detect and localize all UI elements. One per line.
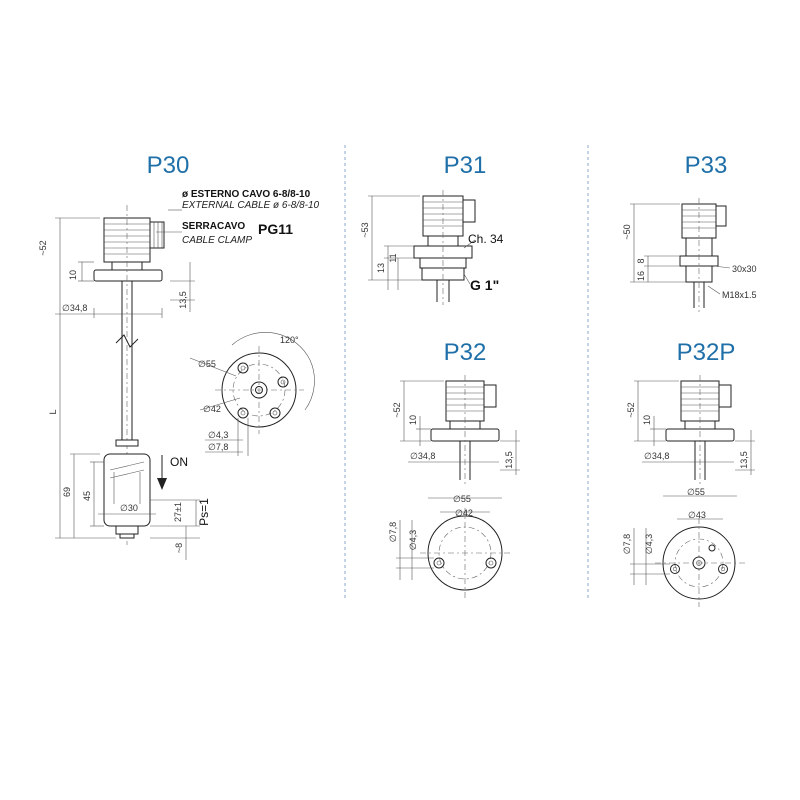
p30-clamp-label: SERRACAVO — [182, 221, 245, 232]
p32p-dim-d34-8: ∅34,8 — [644, 451, 669, 461]
p33-thread-label: M18x1.5 — [722, 290, 757, 300]
p30-dim-d34-8: ∅34,8 — [62, 303, 87, 313]
p30-clamp-italic: CABLE CLAMP — [182, 235, 252, 246]
p30-dim-69: 69 — [62, 487, 72, 497]
p30-dim-d7-8: ∅7,8 — [208, 442, 228, 452]
p32p-top-view — [630, 495, 745, 607]
p30-dim-d4-3: ∅4,3 — [208, 430, 228, 440]
p32-dim-d7-8: ∅7,8 — [388, 522, 398, 542]
p33-side-view — [630, 198, 731, 312]
p30-angle-120: 120° — [280, 335, 299, 345]
p30-dim-27: 27±1 — [173, 502, 183, 522]
p31-thread-label: G 1" — [470, 277, 499, 293]
p32-side-view — [400, 375, 520, 484]
p30-dim-d42: ∅42 — [203, 404, 221, 414]
p32-dim-52: ~52 — [392, 402, 402, 417]
p32-dim-d34-8: ∅34,8 — [410, 451, 435, 461]
p32p-dim-d43: ∅43 — [688, 510, 706, 520]
p30-dim-13-5: 13,5 — [178, 291, 188, 309]
p32-top-view — [396, 497, 510, 598]
p30-dim-L: L — [48, 409, 58, 414]
p32-dim-d42: ∅42 — [455, 508, 473, 518]
title-p33: P33 — [685, 152, 728, 179]
p31-hex-label: Ch. 34 — [468, 232, 504, 246]
title-p30: P30 — [147, 152, 190, 179]
p33-dim-8: 8 — [636, 258, 646, 263]
p32p-dim-13-5: 13,5 — [739, 451, 749, 469]
p30-dim-8: ~8 — [174, 543, 184, 553]
p31-dim-11: 11 — [388, 253, 398, 262]
p30-dim-45: 45 — [82, 491, 92, 501]
title-p32: P32 — [444, 339, 487, 366]
p31-side-view — [368, 190, 476, 305]
p30-clamp-size: PG11 — [258, 221, 293, 237]
p30-side-view — [55, 205, 200, 560]
p32p-dim-10: 10 — [642, 415, 652, 425]
p32-dim-d55: ∅55 — [453, 494, 471, 504]
p32p-dim-d4-3: ∅4,3 — [644, 534, 654, 554]
p30-cable-outer-label: ø ESTERNO CAVO 6-8/8-10 — [182, 189, 311, 200]
p30-dim-d30: ∅30 — [120, 503, 138, 513]
p33-dim-16: 16 — [636, 271, 646, 281]
p32p-dim-d55: ∅55 — [687, 487, 705, 497]
p30-top-view — [189, 332, 315, 456]
p31-dim-13: 13 — [376, 263, 386, 273]
p32p-dim-d7-8: ∅7,8 — [622, 534, 632, 554]
p32-dim-d4-3: ∅4,3 — [408, 530, 418, 550]
p33-hex-label: 30x30 — [732, 264, 757, 274]
p32p-side-view — [634, 375, 755, 484]
p30-dim-10: 10 — [68, 270, 78, 280]
p30-dim-ps: Ps=1 — [197, 498, 211, 526]
p30-dim-52: ~52 — [38, 240, 48, 255]
p31-dim-53: ~53 — [360, 222, 370, 237]
title-p31: P31 — [444, 152, 487, 179]
p33-dim-50: ~50 — [622, 224, 632, 239]
p32-dim-10: 10 — [408, 415, 418, 425]
p32-dim-13-5: 13,5 — [504, 451, 514, 469]
p30-dim-d55: ∅55 — [198, 359, 216, 369]
p30-on-label: ON — [170, 455, 188, 469]
p32p-dim-52: ~52 — [626, 402, 636, 417]
title-p32p: P32P — [677, 339, 736, 366]
p30-cable-outer-italic: EXTERNAL CABLE ø 6-8/8-10 — [182, 200, 320, 211]
